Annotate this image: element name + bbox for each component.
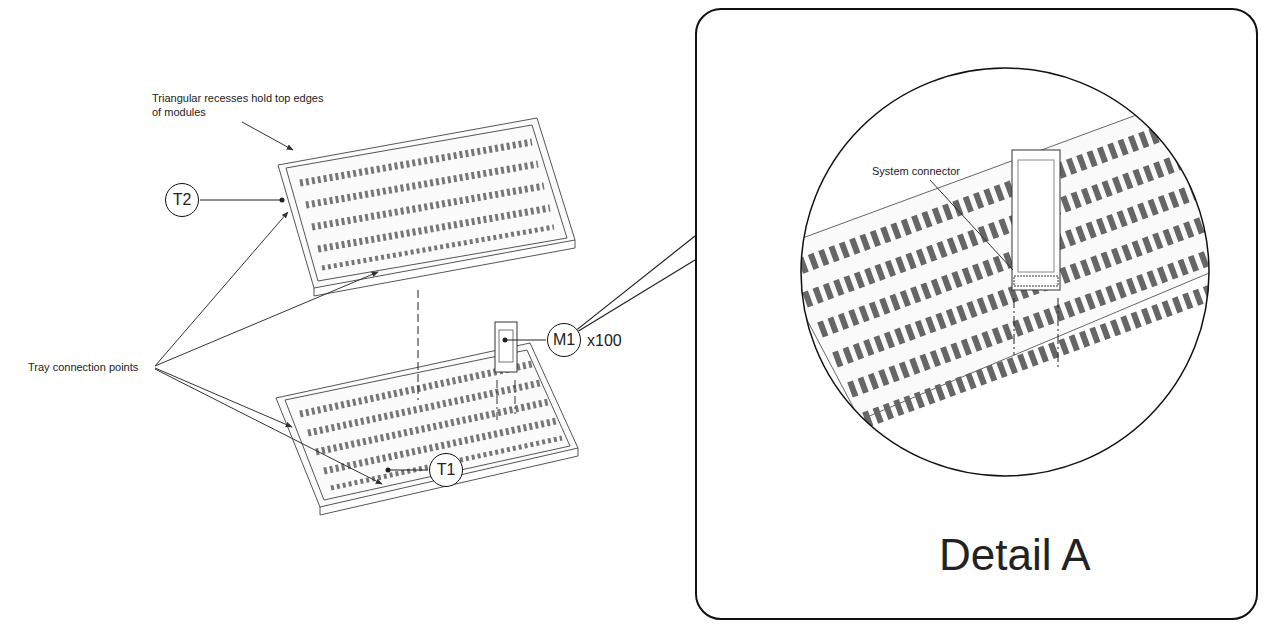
detail-title: Detail A bbox=[939, 530, 1091, 580]
connector-path bbox=[577, 236, 695, 331]
detail-view bbox=[770, 68, 1245, 476]
callout-circle: T2 bbox=[165, 183, 199, 217]
note-label: System connector bbox=[872, 165, 960, 179]
callout-number: M1 bbox=[553, 331, 575, 349]
module bbox=[495, 322, 517, 420]
callout-number: T1 bbox=[437, 461, 456, 479]
detail-panel: Detail A bbox=[695, 8, 1258, 620]
lower-tray bbox=[276, 343, 578, 515]
quantity-label: x100 bbox=[587, 331, 622, 351]
detail-callout-line bbox=[577, 236, 695, 331]
callout-circle: M1 bbox=[547, 323, 581, 357]
callout-number: T2 bbox=[173, 191, 192, 209]
upper-tray bbox=[278, 118, 575, 296]
callout-circle: T1 bbox=[429, 453, 463, 487]
note-label: Triangular recesses hold top edges of mo… bbox=[152, 92, 332, 120]
note-label: Tray connection points bbox=[28, 361, 138, 375]
